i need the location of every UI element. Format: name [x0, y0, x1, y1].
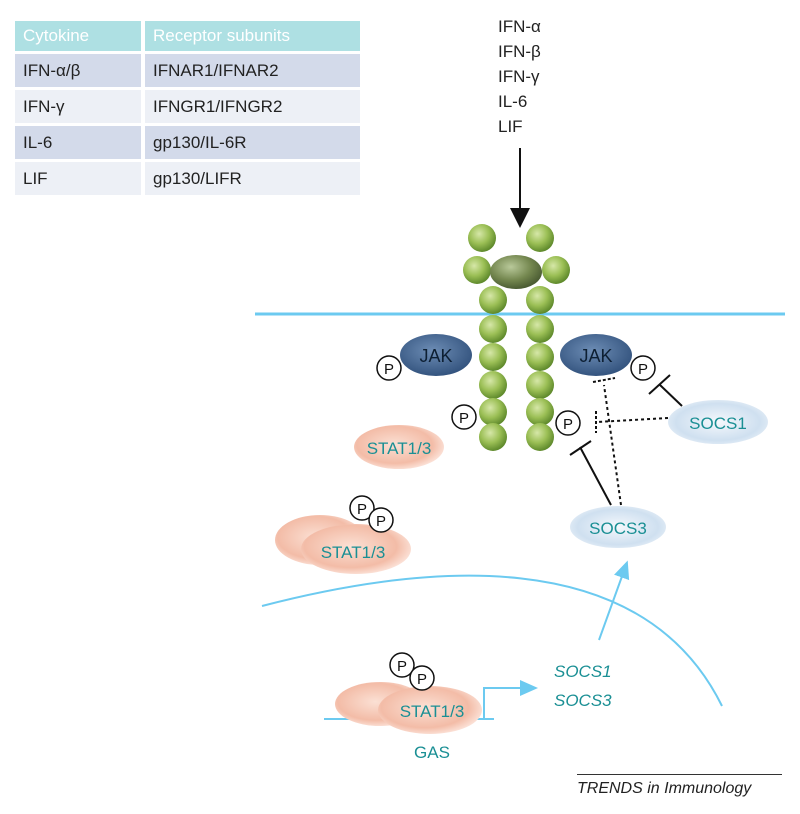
credit-rule	[577, 774, 782, 775]
journal-credit: TRENDS in Immunology	[577, 780, 752, 797]
phospho-label: P	[459, 410, 469, 427]
table-cell: IFNGR1/IFNGR2	[145, 90, 360, 123]
table-header-row: Cytokine Receptor subunits	[15, 21, 360, 51]
bound-ligand	[490, 255, 542, 289]
ligand-label: IFN-β	[498, 42, 541, 61]
phospho-label: P	[417, 671, 427, 688]
socs1-protein: SOCS1	[668, 400, 768, 444]
phospho-receptor-left: P	[451, 404, 477, 430]
jak-left-label: JAK	[419, 346, 452, 366]
phospho-label: P	[397, 658, 407, 675]
gene-socs1-label: SOCS1	[554, 662, 612, 681]
table-header-receptor: Receptor subunits	[145, 21, 360, 51]
transcription-arrow	[483, 680, 538, 718]
stat-receptor: STAT1/3	[354, 425, 444, 469]
table-cell: gp130/IL-6R	[145, 126, 360, 159]
receptor-left-chain	[463, 224, 507, 451]
nuclear-membrane	[261, 574, 723, 707]
jak-right: JAK	[560, 334, 632, 376]
phospho-jak-right: P	[630, 355, 656, 381]
gas-label: GAS	[414, 743, 450, 762]
jak-right-label: JAK	[579, 346, 612, 366]
phospho-stat-dimer-1: P	[349, 495, 375, 521]
phospho-label: P	[357, 501, 367, 518]
socs1-inhibit-jak	[659, 384, 683, 407]
phospho-label: P	[384, 361, 394, 378]
socs3-protein: SOCS3	[570, 506, 666, 548]
table-row: LIF gp130/LIFR	[15, 162, 360, 195]
socs1-label: SOCS1	[689, 414, 747, 433]
table-cell: gp130/LIFR	[145, 162, 360, 195]
socs1-dotted-receptor	[596, 417, 669, 423]
stat-receptor-label: STAT1/3	[367, 439, 432, 458]
phospho-stat-nucleus-2: P	[409, 665, 435, 691]
phospho-stat-nucleus-1: P	[389, 652, 415, 678]
ligand-list: IFN-α IFN-β IFN-γ IL-6 LIF	[498, 14, 541, 139]
socs3-dotted-bar	[592, 377, 616, 383]
phospho-label: P	[563, 416, 573, 433]
phospho-jak-left: P	[376, 355, 402, 381]
table-header-cytokine: Cytokine	[15, 21, 145, 51]
gene-socs3-label: SOCS3	[554, 691, 612, 710]
stat-nucleus: STAT1/3	[335, 682, 482, 734]
socs3-label: SOCS3	[589, 519, 647, 538]
phospho-label: P	[376, 513, 386, 530]
ligand-label: LIF	[498, 117, 523, 136]
ligand-label: IFN-α	[498, 17, 541, 36]
stat-dimer: STAT1/3	[275, 515, 411, 574]
socs1-inhibit-jak-bar	[648, 374, 671, 395]
stat-nucleus-label: STAT1/3	[400, 702, 465, 721]
translation-arrow	[598, 560, 630, 641]
ligand-label: IL-6	[498, 92, 528, 111]
table-cell: IFNAR1/IFNAR2	[145, 54, 360, 87]
ligand-label: IFN-γ	[498, 67, 540, 86]
socs3-inhibit-receptor	[579, 446, 612, 506]
table-cell: IL-6	[15, 126, 145, 159]
jak-left: JAK	[400, 334, 472, 376]
phospho-stat-dimer-2: P	[368, 507, 394, 533]
table-row: IFN-γ IFNGR1/IFNGR2	[15, 90, 360, 123]
table-cell: IFN-α/β	[15, 54, 145, 87]
socs3-dotted-jak	[603, 384, 622, 506]
receptor-right-chain	[526, 224, 570, 451]
phospho-label: P	[638, 361, 648, 378]
table-row: IFN-α/β IFNAR1/IFNAR2	[15, 54, 360, 87]
table-cell: LIF	[15, 162, 145, 195]
phospho-receptor-right: P	[555, 410, 581, 436]
table-cell: IFN-γ	[15, 90, 145, 123]
socs3-inhibit-bar	[569, 440, 592, 456]
stat-dimer-label: STAT1/3	[321, 543, 386, 562]
table-row: IL-6 gp130/IL-6R	[15, 126, 360, 159]
cytokine-receptor-table: Cytokine Receptor subunits IFN-α/β IFNAR…	[15, 18, 360, 198]
